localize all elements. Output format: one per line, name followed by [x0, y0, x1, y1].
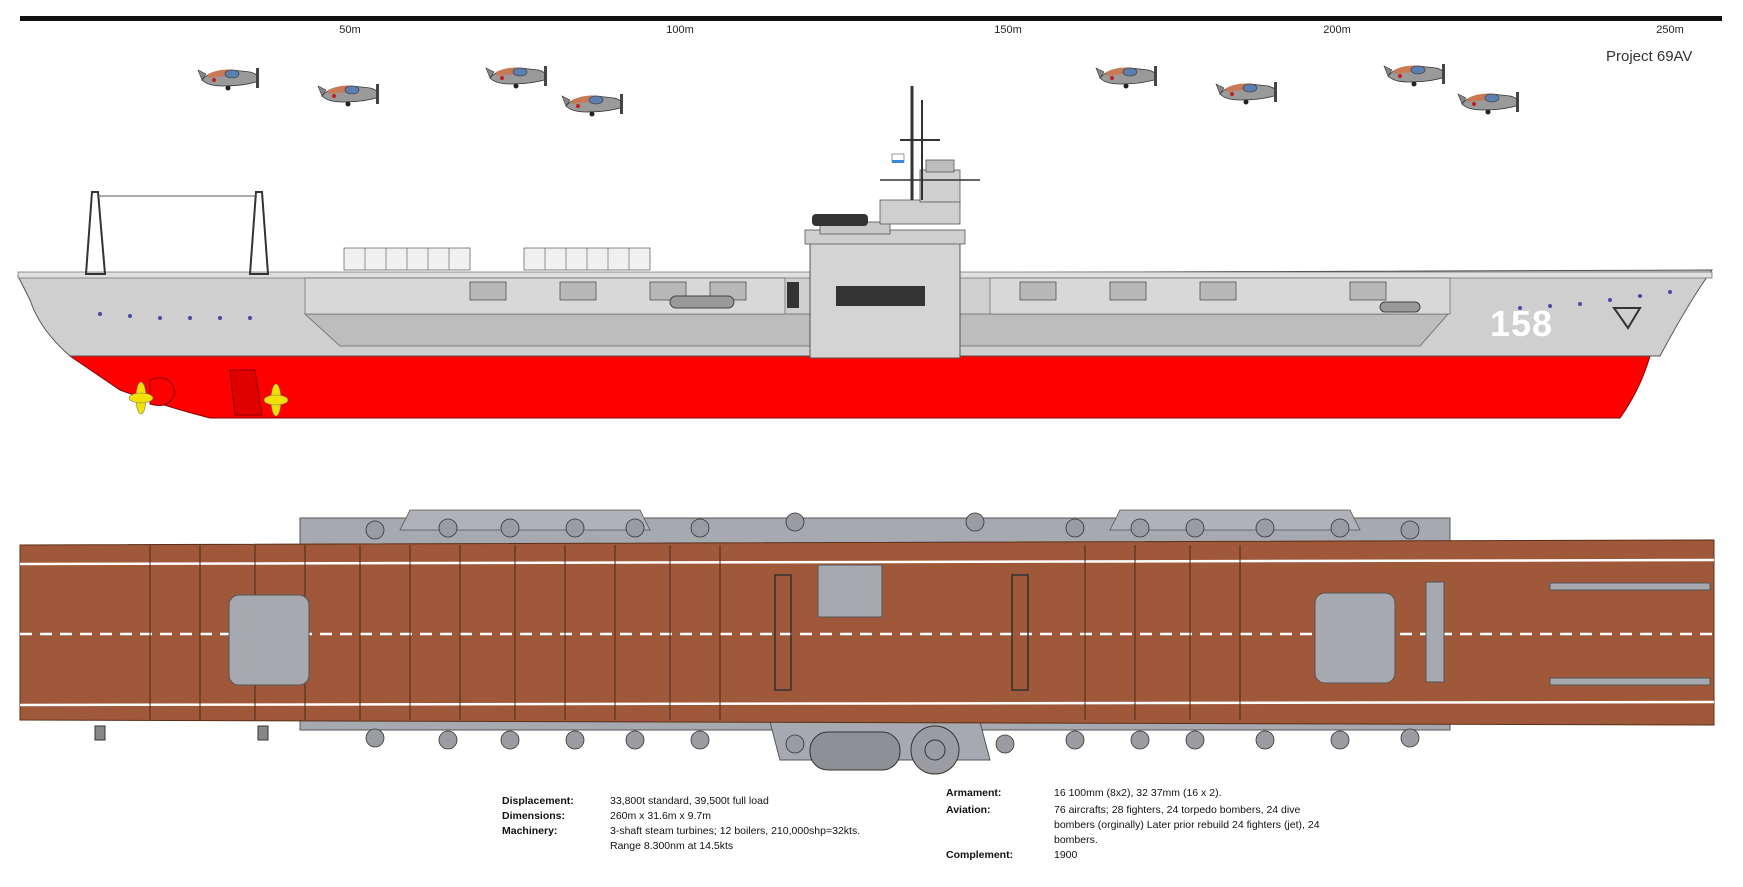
spec-label: Dimensions: [502, 810, 566, 822]
elevator-aft [228, 594, 310, 686]
spec-value: 1900 [1054, 849, 1078, 861]
specifications-right: Armament: 16 100mm (8x2), 32 37mm (16 x … [946, 786, 1386, 886]
spec-armament: Armament: 16 100mm (8x2), 32 37mm (16 x … [946, 786, 1334, 801]
scale-label-150m: 150m [994, 24, 1022, 36]
scale-label-250m: 250m [1656, 24, 1684, 36]
spec-complement: Complement: 1900 [946, 848, 1334, 863]
project-title: Project 69AV [1606, 48, 1693, 65]
spec-label: Aviation: [946, 804, 991, 816]
ship-plan-view [19, 509, 1715, 775]
elevator-fwd [1314, 592, 1396, 684]
spec-value: 33,800t standard, 39,500t full load [610, 795, 769, 807]
spec-value: 76 aircrafts; 28 fighters, 24 torpedo bo… [1054, 804, 1320, 846]
spec-label: Armament: [946, 787, 1002, 799]
spec-dimensions: Dimensions: 260m x 31.6m x 9.7m [502, 809, 890, 824]
spec-value: 3-shaft steam turbines; 12 boilers, 210,… [610, 825, 861, 852]
spec-displacement: Displacement: 33,800t standard, 39,500t … [502, 794, 890, 809]
spec-aviation: Aviation: 76 aircrafts; 28 fighters, 24 … [946, 803, 1334, 848]
scale-label-50m: 50m [339, 24, 361, 36]
specifications-left: Displacement: 33,800t standard, 39,500t … [502, 794, 942, 884]
scale-label-200m: 200m [1323, 24, 1351, 36]
elevator-center [817, 564, 883, 618]
spec-label: Complement: [946, 849, 1014, 861]
propeller-icon [263, 383, 289, 417]
spec-value: 260m x 31.6m x 9.7m [610, 810, 711, 822]
ship-side-profile [17, 86, 1713, 419]
flight-deck [19, 539, 1715, 726]
scale-bar [20, 16, 1722, 21]
spec-machinery: Machinery: 3-shaft steam turbines; 12 bo… [502, 824, 890, 854]
scale-label-100m: 100m [666, 24, 694, 36]
propeller-icon [128, 381, 154, 415]
spec-label: Machinery: [502, 825, 558, 837]
spec-label: Displacement: [502, 795, 574, 807]
lower-hull [68, 355, 1651, 419]
spec-value: 16 100mm (8x2), 32 37mm (16 x 2). [1054, 787, 1222, 799]
hull-number: 158 [1490, 303, 1554, 344]
